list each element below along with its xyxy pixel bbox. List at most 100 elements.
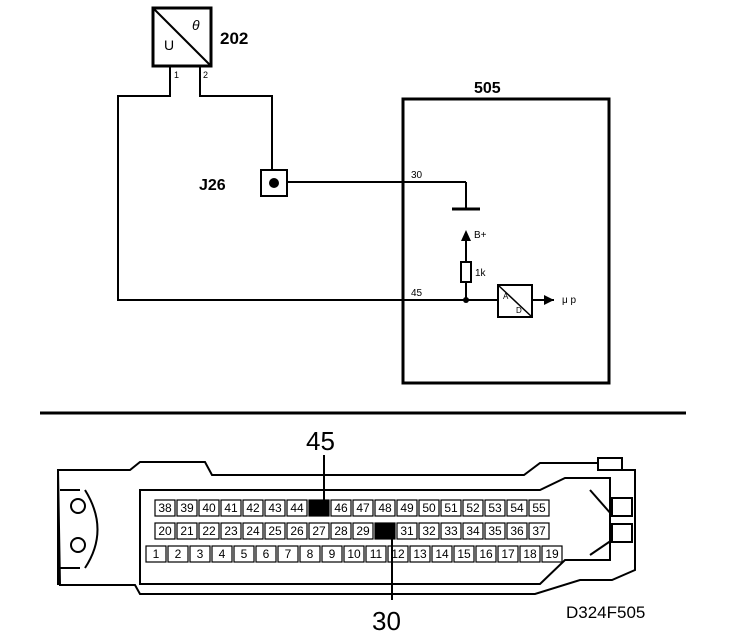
pin-number: 54 <box>510 501 524 515</box>
pin-cell <box>484 499 506 517</box>
pin-cell <box>220 499 242 517</box>
pin-number: 43 <box>268 501 282 515</box>
pin-cell <box>321 545 343 563</box>
pin-number: 31 <box>400 524 414 538</box>
sensor-label-u: U <box>164 37 174 53</box>
pin-number: 48 <box>378 501 392 515</box>
pin-number: 42 <box>246 501 260 515</box>
pin-cell <box>418 499 440 517</box>
pin-cell <box>519 545 541 563</box>
pin-number: 55 <box>532 501 546 515</box>
pin-cell <box>255 545 277 563</box>
pin-cell <box>308 522 330 540</box>
pin-cell <box>286 522 308 540</box>
pin-cell <box>176 499 198 517</box>
pin-number: 40 <box>202 501 216 515</box>
pin-number: 34 <box>466 524 480 538</box>
pin-cell <box>299 545 321 563</box>
pin-number: 50 <box>422 501 436 515</box>
pin-number: 20 <box>158 524 172 538</box>
pin-cell <box>198 522 220 540</box>
pin-cell <box>409 545 431 563</box>
pin-cell <box>242 499 264 517</box>
pin-number: 17 <box>501 547 515 561</box>
pin-number: 8 <box>307 547 314 561</box>
ecu-id: 505 <box>474 80 501 97</box>
pin-cell <box>330 522 352 540</box>
pin-cell <box>374 522 396 540</box>
output-arrow-icon <box>544 295 554 305</box>
pin-cell <box>154 499 176 517</box>
ecu-pin-30: 30 <box>411 170 423 181</box>
pin-number: 36 <box>510 524 524 538</box>
temperature-sensor-202: U θ 202 1 2 <box>151 6 248 80</box>
sensor-id: 202 <box>220 29 248 48</box>
pin-number: 14 <box>435 547 449 561</box>
pin-number: 9 <box>329 547 336 561</box>
sensor-label-theta: θ <box>192 17 200 33</box>
pin-cell <box>211 545 233 563</box>
pin-cell <box>462 522 484 540</box>
pin-number: 1 <box>153 547 160 561</box>
pin-cell <box>198 499 220 517</box>
pin-number: 35 <box>488 524 502 538</box>
pin-number: 28 <box>334 524 348 538</box>
pin-number: 10 <box>347 547 361 561</box>
pin-number: 33 <box>444 524 458 538</box>
pin-number: 29 <box>356 524 370 538</box>
pin-number: 4 <box>219 547 226 561</box>
pin-number: 19 <box>545 547 559 561</box>
resistor-icon <box>460 261 472 283</box>
callout-pin-45: 45 <box>306 426 335 456</box>
pin-cell <box>233 545 255 563</box>
pin-cell <box>145 545 167 563</box>
pin-number: 26 <box>290 524 304 538</box>
pin-cell <box>343 545 365 563</box>
connector-housing <box>56 457 636 595</box>
bplus-label: B+ <box>474 230 487 241</box>
pin-cell <box>352 499 374 517</box>
pin-cell <box>475 545 497 563</box>
pin-number: 27 <box>312 524 326 538</box>
pin-cell <box>264 522 286 540</box>
pin-cell <box>330 499 352 517</box>
pin-number: 5 <box>241 547 248 561</box>
pin-number: 53 <box>488 501 502 515</box>
pin-cell <box>189 545 211 563</box>
pin-cell <box>264 499 286 517</box>
pin-number: 41 <box>224 501 238 515</box>
pin-callouts: 45 30 <box>306 426 401 636</box>
sensor-pin-2: 2 <box>203 70 208 80</box>
pin-number: 44 <box>290 501 304 515</box>
pin-cell <box>396 522 418 540</box>
pin-number: 22 <box>202 524 216 538</box>
ad-label-d: D <box>516 306 522 315</box>
pin-cell <box>167 545 189 563</box>
pin-number: 15 <box>457 547 471 561</box>
connector-j26: J26 <box>199 169 288 197</box>
pin-number: 21 <box>180 524 194 538</box>
pin-number: 32 <box>422 524 436 538</box>
pin-cell <box>506 499 528 517</box>
pin-cell <box>220 522 242 540</box>
pin-number: 11 <box>370 547 383 561</box>
pin-cell <box>440 499 462 517</box>
pin-number: 6 <box>263 547 270 561</box>
pin-cell <box>440 522 462 540</box>
pin-number: 23 <box>224 524 238 538</box>
pin-cell <box>242 522 264 540</box>
pin-number: 7 <box>285 547 292 561</box>
ad-label-a: A <box>503 292 509 301</box>
pin-cell <box>176 522 198 540</box>
wires <box>117 66 554 301</box>
sensor-pin-1: 1 <box>174 70 179 80</box>
callout-pin-30: 30 <box>372 606 401 636</box>
pin-cell <box>528 499 550 517</box>
pin-number: 25 <box>268 524 282 538</box>
pin-number: 52 <box>466 501 480 515</box>
pin-cell <box>308 499 330 517</box>
